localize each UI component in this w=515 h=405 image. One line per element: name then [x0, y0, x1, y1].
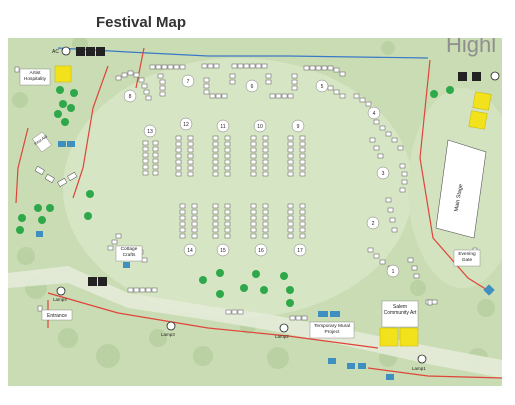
- central-booth-grid[interactable]: [142, 135, 306, 239]
- evening-gate-box: [453, 249, 481, 267]
- section-number-4: 4: [373, 111, 376, 117]
- restroom-icon[interactable]: [472, 72, 481, 81]
- section-marker-10[interactable]: [253, 119, 267, 133]
- lamp-label: Lamp2: [275, 334, 289, 339]
- section-marker-5[interactable]: [315, 79, 329, 93]
- lamp-label: Lamp3: [161, 332, 175, 337]
- entrance-box: [41, 309, 73, 321]
- section-marker-6[interactable]: [245, 79, 259, 93]
- lamp-icon[interactable]: [56, 286, 66, 296]
- section-marker-16[interactable]: [254, 243, 268, 257]
- section-number-16: 16: [258, 248, 264, 254]
- ac-icon[interactable]: [61, 46, 71, 56]
- section-marker-12[interactable]: [179, 117, 193, 131]
- lamp-label: Lamp1: [412, 366, 426, 371]
- restroom-icon[interactable]: [86, 47, 95, 56]
- info-icon[interactable]: [427, 299, 433, 306]
- section-marker-9[interactable]: [291, 119, 305, 133]
- section-number-5: 5: [321, 84, 324, 90]
- section-number-15: 15: [220, 248, 226, 254]
- section-marker-1[interactable]: [386, 264, 400, 278]
- section-marker-11[interactable]: [216, 119, 230, 133]
- vendor-booths[interactable]: [34, 63, 438, 321]
- section-number-6: 6: [251, 84, 254, 90]
- restroom-icon[interactable]: [88, 277, 97, 286]
- section-marker-3[interactable]: [376, 166, 390, 180]
- section-marker-8[interactable]: [123, 89, 137, 103]
- section-number-12: 12: [183, 122, 189, 128]
- festival-map[interactable]: Highl Main Stage: [8, 38, 502, 386]
- main-stage-label: Main Stage: [454, 184, 465, 212]
- ac-label: AC: [52, 49, 59, 55]
- walkway: [8, 266, 502, 378]
- restroom-icon[interactable]: [96, 47, 105, 56]
- mural-project-box: [309, 321, 355, 339]
- salem-art-label: Salem Community Art: [383, 304, 417, 316]
- section-markers[interactable]: 1 2 3 4 5 6 7 8 9 10 11 12 13 14 15 16 1…: [123, 74, 400, 278]
- mural-project-label: Temporary Mural Project: [314, 324, 350, 335]
- area-labels: Artist Hospitality First Aid Cottage Cra…: [19, 68, 481, 339]
- lamp-label: Lamp4: [53, 297, 67, 302]
- boundary-lines: [15, 47, 502, 379]
- artist-hospitality-label: Artist Hospitality: [23, 71, 47, 82]
- section-number-17: 17: [297, 248, 303, 254]
- section-marker-7[interactable]: [181, 74, 195, 88]
- section-number-1: 1: [392, 269, 395, 275]
- section-number-14: 14: [187, 248, 193, 254]
- section-marker-14[interactable]: [183, 243, 197, 257]
- map-title: Festival Map: [96, 14, 187, 31]
- info-icon[interactable]: [37, 305, 43, 312]
- restroom-icons[interactable]: [76, 47, 481, 286]
- restroom-icon[interactable]: [458, 72, 467, 81]
- portable-units[interactable]: [36, 141, 495, 380]
- trees: [16, 86, 454, 307]
- ac-icon[interactable]: [490, 71, 500, 81]
- lamp-icon[interactable]: [417, 354, 427, 364]
- restroom-icon[interactable]: [98, 277, 107, 286]
- cottage-crafts-box: [115, 245, 143, 262]
- section-number-3: 3: [382, 171, 385, 177]
- section-marker-2[interactable]: [366, 216, 380, 230]
- background-text: Highl: [446, 38, 496, 57]
- section-number-7: 7: [187, 79, 190, 85]
- section-marker-15[interactable]: [216, 243, 230, 257]
- lawn-patch: [63, 58, 413, 318]
- evening-gate-label: Evening Gate: [458, 252, 476, 263]
- section-number-13: 13: [147, 129, 153, 135]
- hospitality-blocks[interactable]: [54, 65, 492, 347]
- lamp-icon[interactable]: [166, 321, 176, 331]
- entrance-label: Entrance: [47, 313, 67, 319]
- artist-hospitality-box: [19, 68, 51, 86]
- section-marker-4[interactable]: [367, 106, 381, 120]
- lamp-markers[interactable]: Lamp4 Lamp3 Lamp2 Lamp1: [53, 286, 427, 371]
- cottage-crafts-label: Cottage Crafts: [120, 247, 138, 258]
- section-number-10: 10: [257, 124, 263, 130]
- section-marker-13[interactable]: [143, 124, 157, 138]
- section-number-2: 2: [372, 221, 375, 227]
- info-icon[interactable]: [14, 66, 20, 73]
- main-stage[interactable]: Main Stage: [435, 139, 487, 239]
- lamp-icon[interactable]: [279, 323, 289, 333]
- section-marker-17[interactable]: [293, 243, 307, 257]
- first-aid-box: [32, 131, 52, 153]
- section-number-8: 8: [129, 94, 132, 100]
- salem-art-box: [381, 300, 419, 328]
- section-number-9: 9: [297, 124, 300, 130]
- restroom-icon[interactable]: [76, 47, 85, 56]
- section-number-11: 11: [220, 124, 225, 130]
